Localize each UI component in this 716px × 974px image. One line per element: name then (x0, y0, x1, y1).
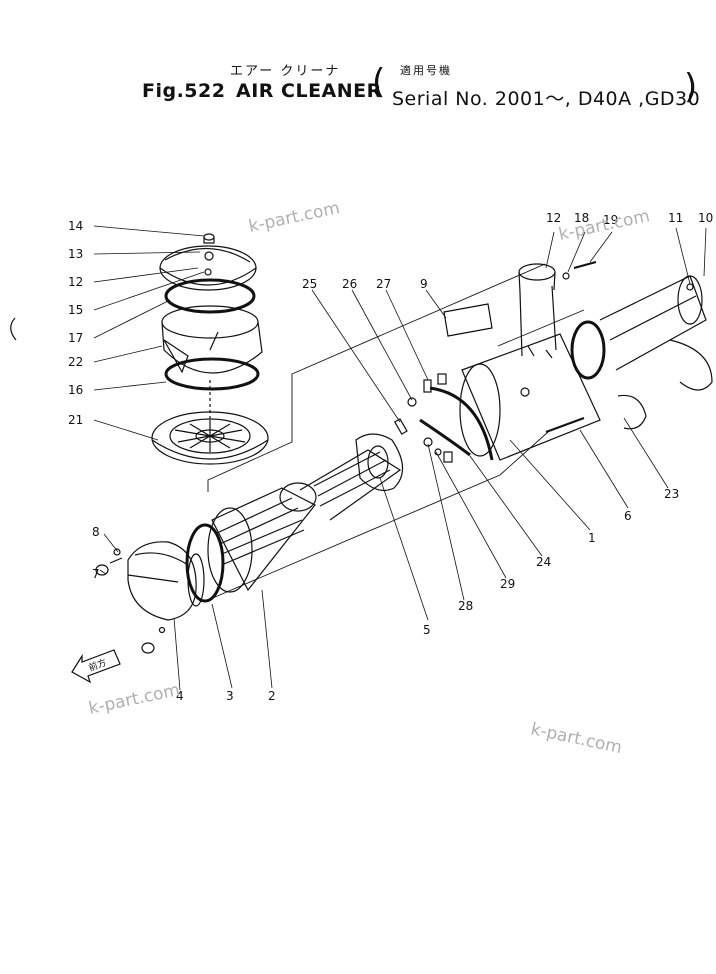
top-cap-assembly (151, 233, 269, 465)
clip-27 (423, 379, 432, 393)
nut-29 (434, 448, 442, 456)
inner-filter-element (299, 433, 404, 521)
jp-caption: エアー クリーナ (230, 64, 341, 79)
bolt-25 (393, 418, 408, 435)
label-plate-9 (443, 303, 493, 337)
margin-mark (10, 317, 17, 341)
outlet-pipe (599, 275, 713, 430)
open-paren: ( (372, 62, 386, 102)
callout-3: 3 (226, 689, 234, 703)
callout-28: 28 (458, 599, 473, 613)
watermark-2: k-part.com (557, 206, 652, 245)
clamp-band (419, 373, 494, 463)
callout-14: 14 (68, 219, 83, 233)
callout-1: 1 (588, 531, 596, 545)
callout-24: 24 (536, 555, 551, 569)
serial-jp-label: 適用号機 (400, 64, 452, 77)
callout-19: 19 (603, 213, 618, 227)
outer-filter-element (207, 482, 317, 593)
outlet-gasket (570, 320, 606, 380)
callout-numbers: 14 13 12 15 17 22 16 21 8 7 25 26 27 9 1… (68, 211, 713, 703)
watermark-4: k-part.com (529, 719, 624, 758)
callout-22: 22 (68, 355, 83, 369)
callout-23: 23 (664, 487, 679, 501)
close-paren: ) (684, 67, 698, 107)
callout-15: 15 (68, 303, 83, 317)
bolt-28 (423, 437, 433, 447)
callout-2: 2 (268, 689, 276, 703)
callout-16: 16 (68, 383, 83, 397)
watermark-1: k-part.com (247, 198, 342, 237)
callout-12: 12 (68, 275, 83, 289)
nut-26 (407, 397, 417, 407)
callout-5: 5 (423, 623, 431, 637)
assembly-lines (207, 263, 585, 601)
callout-18: 18 (574, 211, 589, 225)
bolt-19 (573, 261, 597, 269)
callout-4: 4 (176, 689, 184, 703)
callout-25: 25 (302, 277, 317, 291)
callout-7: 7 (92, 567, 100, 581)
washer-18 (562, 272, 570, 280)
watermark-3: k-part.com (87, 680, 182, 719)
serial-text: Serial No. 2001～, D40A ,GD30 (392, 88, 701, 110)
callout-9: 9 (420, 277, 428, 291)
callout-6: 6 (624, 509, 632, 523)
callout-8: 8 (92, 525, 100, 539)
callout-10: 10 (698, 211, 713, 225)
callout-21: 21 (68, 413, 83, 427)
callout-11: 11 (668, 211, 683, 225)
bolt-6 (545, 417, 585, 433)
leader-lines (93, 225, 707, 691)
figure-label: Fig.522 (142, 80, 226, 102)
front-direction-marker (71, 649, 121, 684)
main-body (459, 263, 601, 461)
callout-27: 27 (376, 277, 391, 291)
callout-12b: 12 (546, 211, 561, 225)
diagram-header: エアー クリーナ Fig.522 AIR CLEANER ( 適用号機 Seri… (0, 0, 716, 130)
callout-26: 26 (342, 277, 357, 291)
callout-13: 13 (68, 247, 83, 261)
callout-17: 17 (68, 331, 83, 345)
seal-ring-3 (185, 523, 225, 603)
callout-29: 29 (500, 577, 515, 591)
page-title: AIR CLEANER (236, 80, 382, 102)
